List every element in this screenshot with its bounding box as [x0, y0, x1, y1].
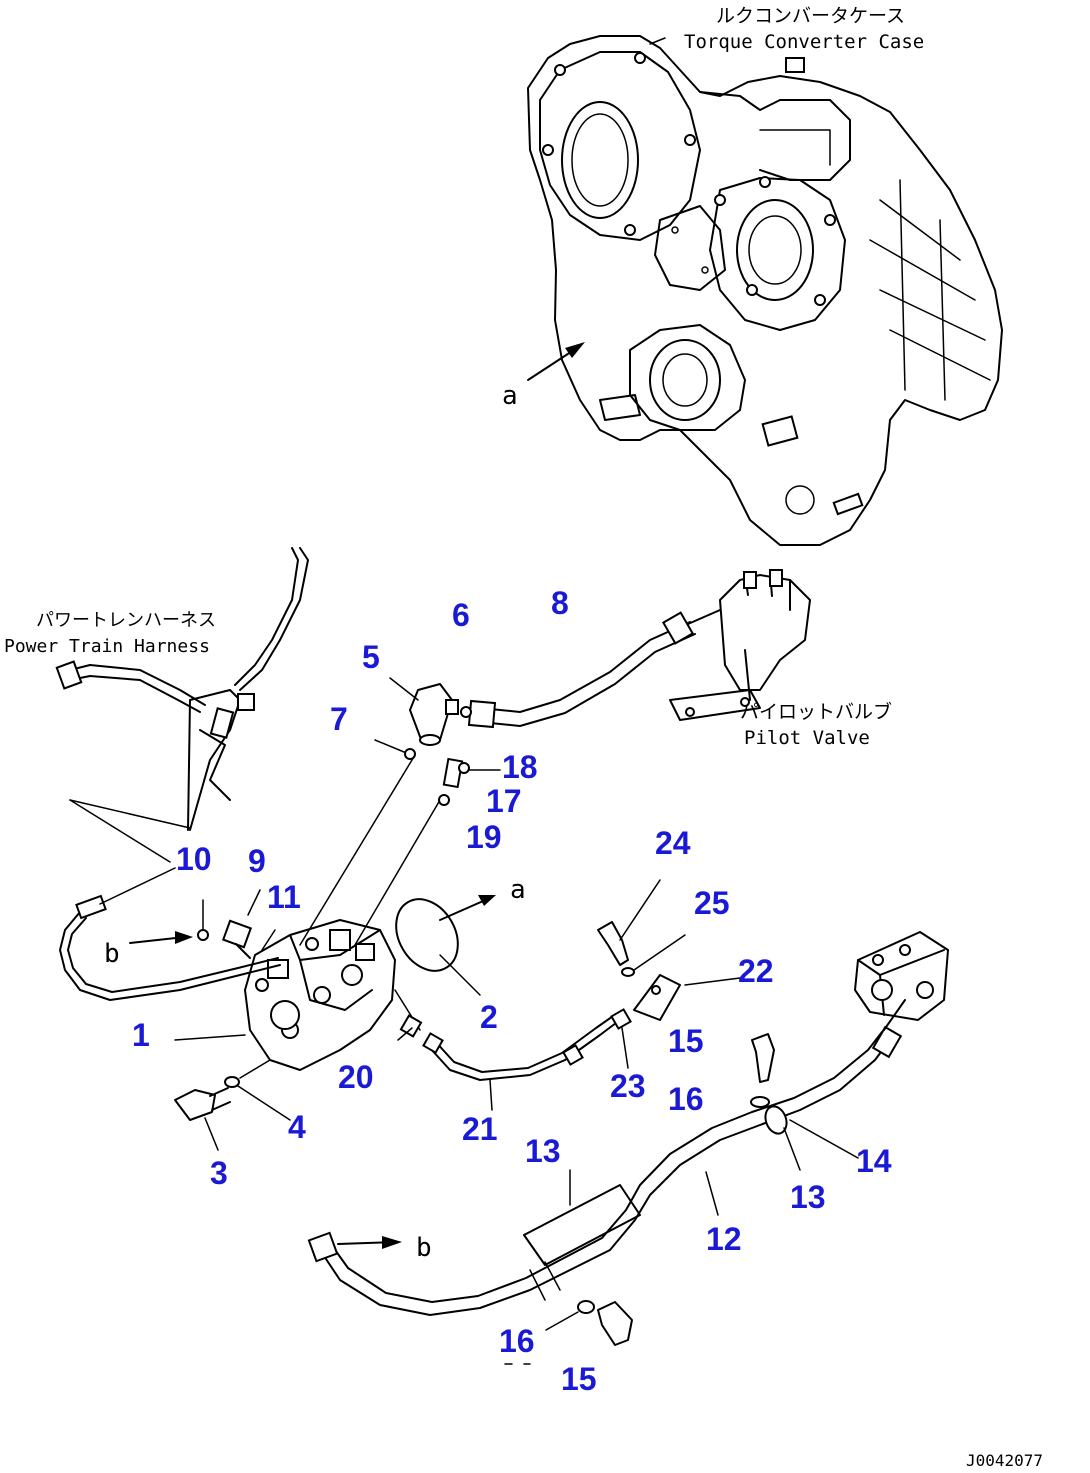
- leader-12: [705, 1171, 719, 1216]
- callout-14[interactable]: 14: [856, 1143, 892, 1179]
- hose-8: [467, 609, 721, 729]
- o-ring-2: a: [395, 875, 526, 996]
- ref-a-mid: a: [510, 875, 526, 905]
- callout-3[interactable]: 3: [210, 1155, 228, 1191]
- callout-22[interactable]: 22: [738, 953, 774, 989]
- callout-13-right[interactable]: 13: [790, 1179, 826, 1215]
- bolt-15-lower: [597, 1301, 633, 1346]
- power-train-harness-jp-label: パワートレンハーネス: [36, 610, 216, 631]
- callout-6[interactable]: 6: [452, 597, 470, 633]
- bolt-24: [597, 879, 661, 966]
- callout-8[interactable]: 8: [551, 585, 569, 621]
- callout-21[interactable]: 21: [462, 1111, 498, 1147]
- valve-block: [854, 931, 949, 1021]
- clamp-13-left: [523, 1169, 641, 1301]
- bolt-15-right: [751, 1033, 775, 1083]
- callout-15-lower[interactable]: 15: [561, 1361, 597, 1397]
- bolt-3: [174, 1087, 231, 1151]
- torque-converter-case: a ルクコンバータケース Torque Converter Case: [502, 5, 1003, 546]
- callout-18[interactable]: 18: [502, 749, 538, 785]
- pilot-valve-en-label: Pilot Valve: [744, 727, 870, 749]
- ref-b-left: b: [104, 939, 120, 969]
- leader-19: [354, 799, 441, 946]
- ref-a-top: a: [502, 381, 518, 411]
- wire-10: [59, 867, 281, 1001]
- connector-9: [221, 889, 276, 959]
- callout-11[interactable]: 11: [267, 879, 301, 915]
- leader-23: [621, 1027, 629, 1069]
- clamp-22: [633, 974, 741, 1021]
- clamp-13-right: [764, 1105, 859, 1171]
- callout-19[interactable]: 19: [466, 819, 502, 855]
- callout-7[interactable]: 7: [330, 701, 348, 737]
- elbow-fitting-5: [374, 677, 472, 760]
- drawing-number: J0042077: [966, 1451, 1043, 1470]
- fitting-20: [397, 1014, 423, 1041]
- callout-10[interactable]: 10: [176, 841, 212, 877]
- washer-4: [224, 1059, 291, 1121]
- callout-2[interactable]: 2: [480, 999, 498, 1035]
- callout-25[interactable]: 25: [694, 885, 730, 921]
- callout-23[interactable]: 23: [610, 1068, 646, 1104]
- callout-4[interactable]: 4: [288, 1109, 306, 1145]
- nipple-17: [438, 757, 501, 806]
- leader-16-lower: [545, 1311, 579, 1331]
- power-train-harness-en-label: Power Train Harness: [4, 636, 210, 657]
- washer-16-lower: [577, 1300, 595, 1314]
- callout-1[interactable]: 1: [132, 1017, 150, 1053]
- torque-converter-case-en-label: Torque Converter Case: [684, 31, 924, 53]
- pilot-valve-jp-label: パイロットバルブ: [740, 700, 892, 723]
- callout-9[interactable]: 9: [248, 843, 266, 879]
- callout-15-right[interactable]: 15: [668, 1023, 704, 1059]
- washer-25: [621, 934, 686, 977]
- ref-b-lower: b: [416, 1233, 432, 1263]
- callout-16-lower[interactable]: 16: [499, 1323, 535, 1359]
- callout-24[interactable]: 24: [655, 825, 691, 861]
- callout-20[interactable]: 20: [338, 1059, 374, 1095]
- callout-17[interactable]: 17: [486, 783, 522, 819]
- pilot-valve: パイロットバルブ Pilot Valve: [669, 569, 892, 749]
- callout-12[interactable]: 12: [706, 1221, 742, 1257]
- pump-assembly-1: [244, 919, 421, 1071]
- callout-13-left[interactable]: 13: [525, 1133, 561, 1169]
- leader-1: [174, 1034, 246, 1041]
- leader-7: [299, 754, 416, 946]
- callout-5[interactable]: 5: [362, 639, 380, 675]
- hose-12: [307, 999, 906, 1316]
- power-train-harness: パワートレンハーネス Power Train Harness: [4, 547, 309, 863]
- torque-converter-case-jp-label: ルクコンバータケース: [716, 5, 905, 27]
- callouts: 1 2 3 4 5 6 7 8 9 10 11 12 13 13 14 15 1…: [132, 585, 892, 1397]
- tube-21: [422, 1008, 632, 1111]
- callout-16-right[interactable]: 16: [668, 1081, 704, 1117]
- washer-16-right: [750, 1096, 770, 1108]
